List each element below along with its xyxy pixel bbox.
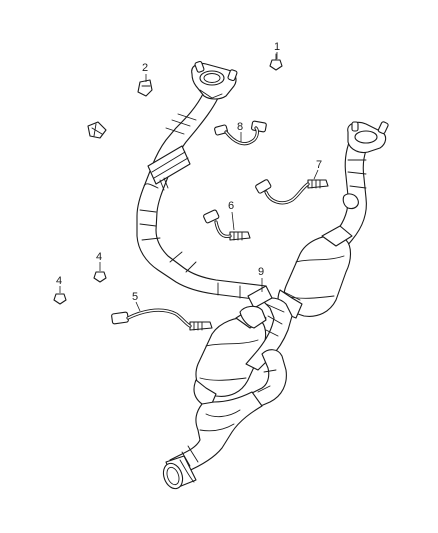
left-exhaust-pipe	[136, 91, 267, 301]
part-7-oxygen-sensor	[255, 169, 329, 205]
lower-pipe-tail	[162, 391, 263, 490]
callout-9: 9	[258, 266, 264, 278]
part-6-oxygen-sensor	[203, 209, 251, 241]
y-pipe	[239, 285, 293, 409]
part-2-clip	[137, 74, 153, 97]
part-5-oxygen-sensor	[111, 301, 213, 331]
part-4-nut-upper	[93, 262, 107, 283]
part-1-stud	[269, 52, 283, 71]
callout-4-lower: 4	[56, 275, 62, 287]
right-exhaust-pipe	[325, 121, 389, 253]
callout-2: 2	[142, 62, 148, 74]
part-4-nut-lower	[53, 286, 67, 305]
right-catalytic-converter	[277, 225, 353, 319]
callout-6: 6	[228, 200, 234, 212]
callout-5: 5	[132, 291, 138, 303]
part-3-clip	[87, 121, 107, 139]
callout-4-upper: 4	[96, 251, 102, 263]
callout-7: 7	[316, 159, 322, 171]
callout-1: 1	[274, 41, 280, 53]
part-8-oxygen-sensor	[214, 120, 267, 146]
left-manifold-flange	[191, 60, 238, 100]
callout-8: 8	[237, 121, 243, 133]
